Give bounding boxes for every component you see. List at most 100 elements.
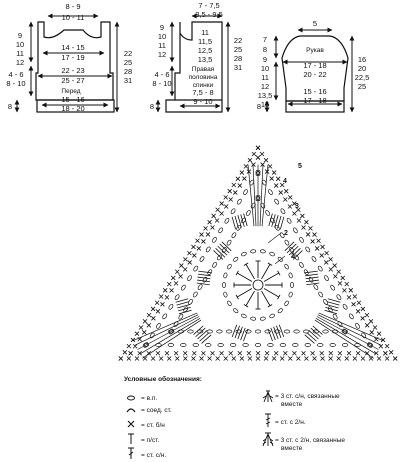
treble-mark	[310, 327, 321, 338]
front-rib: 8	[8, 102, 12, 111]
sc-mark	[155, 309, 161, 314]
treble-mark	[195, 327, 206, 338]
back-armhole-2: 11,5	[198, 37, 212, 46]
sc-mark	[201, 239, 206, 244]
chain-mark	[268, 189, 273, 195]
chain-mark	[168, 303, 174, 310]
sc-mark	[175, 356, 180, 361]
chain-mark	[167, 343, 175, 347]
treble-mark	[273, 326, 279, 340]
sc-mark	[319, 253, 324, 258]
chain-mark	[279, 343, 287, 347]
back-armhole-1: 11	[201, 28, 209, 37]
sc-mark	[287, 204, 293, 209]
sleeve-width-top-1: 17 - 18	[303, 61, 326, 70]
sc-mark	[337, 350, 343, 356]
chain-mark	[233, 256, 239, 262]
sc-mark	[219, 350, 224, 356]
sc-mark	[255, 356, 261, 361]
sc-mark	[320, 244, 325, 250]
legend-dc3tog-2: вместе	[281, 401, 303, 408]
chain-mark	[265, 210, 271, 216]
treble-mark	[305, 279, 319, 283]
chain-mark	[323, 299, 328, 305]
sleeve-width-bottom-2: 17 - 18	[303, 96, 326, 105]
corner-spoke	[261, 164, 269, 227]
sc-mark	[273, 350, 279, 356]
legend-chain: = в.п.	[141, 395, 157, 402]
dc-mark	[236, 288, 253, 298]
chain-mark	[193, 265, 199, 272]
treble-mark	[197, 273, 211, 277]
sc-mark	[364, 323, 370, 328]
corner-spoke	[132, 312, 198, 342]
back-armhole-3: 12,5	[198, 46, 213, 55]
sc-mark	[158, 356, 164, 361]
sc-mark	[219, 211, 224, 216]
sc-mark	[364, 312, 370, 318]
chain-mark	[332, 329, 339, 334]
sc-mark	[183, 356, 188, 361]
back-neck-width-1: 7 - 7,5	[198, 1, 219, 10]
sc-mark	[231, 182, 237, 188]
back-length-2: 25	[234, 45, 242, 54]
treble-mark	[325, 306, 338, 312]
chain-mark	[241, 313, 247, 319]
chain-mark	[283, 329, 291, 334]
sc-mark	[126, 343, 132, 349]
back-label-2: половина	[189, 74, 218, 81]
sc-mark	[150, 356, 156, 361]
front-shoulder-2: 17 - 19	[61, 53, 84, 62]
corner-spoke	[317, 314, 381, 346]
sc-mark	[263, 356, 269, 361]
legend-sc: = ст. б/н	[141, 421, 165, 429]
sc-mark	[269, 176, 274, 181]
chain-mark	[293, 329, 300, 334]
treble-mark	[176, 301, 190, 306]
sc-mark	[242, 176, 247, 181]
back-neck-depth-1: 9	[160, 23, 164, 32]
sc-mark	[301, 350, 306, 356]
sc-mark	[344, 356, 350, 361]
sc-mark	[292, 211, 297, 216]
chain-mark	[183, 306, 189, 313]
sc-mark	[141, 330, 147, 335]
sleeve-top-width: 5	[313, 19, 317, 28]
treble-mark	[197, 330, 208, 340]
sc-mark	[219, 201, 224, 206]
treble-mark	[288, 245, 299, 256]
sc-mark	[207, 356, 212, 361]
chain-mark	[180, 284, 186, 291]
sc-mark	[179, 263, 184, 268]
sc-mark	[223, 356, 229, 361]
row-number-5: 5	[298, 163, 302, 170]
sc-mark	[251, 162, 256, 167]
chain-mark	[342, 303, 348, 310]
sc-mark	[352, 294, 358, 299]
sc-mark	[275, 176, 281, 182]
sc-mark	[273, 183, 279, 188]
sc-mark	[183, 257, 188, 262]
sleeve-cap-1: 7	[263, 35, 267, 44]
sc-mark	[384, 356, 390, 361]
sc-mark	[332, 263, 337, 268]
sleeve-total-3: 22,5	[355, 73, 370, 82]
front-neck-width-2: 10 - 11	[62, 13, 85, 22]
sc-mark	[142, 319, 148, 324]
chain-mark	[308, 276, 314, 283]
row-number-4: 4	[283, 178, 287, 185]
back-side-2: 8 - 10	[152, 79, 171, 88]
slip-stitch-icon	[126, 408, 136, 413]
corner-spoke	[252, 164, 257, 227]
sleeve-width-bottom-1: 15 - 16	[303, 87, 326, 96]
sc-mark	[187, 250, 192, 256]
chain-mark	[290, 282, 294, 288]
sc-mark	[255, 350, 261, 356]
chain-mark	[341, 329, 348, 334]
back-half-width-2: 9 - 10	[193, 97, 212, 106]
back-label-3: спинки	[193, 82, 214, 89]
front-length-3: 28	[124, 67, 132, 76]
sc-mark	[237, 183, 243, 188]
sc-mark	[166, 356, 172, 361]
sleeve-total-2: 20	[358, 64, 366, 73]
